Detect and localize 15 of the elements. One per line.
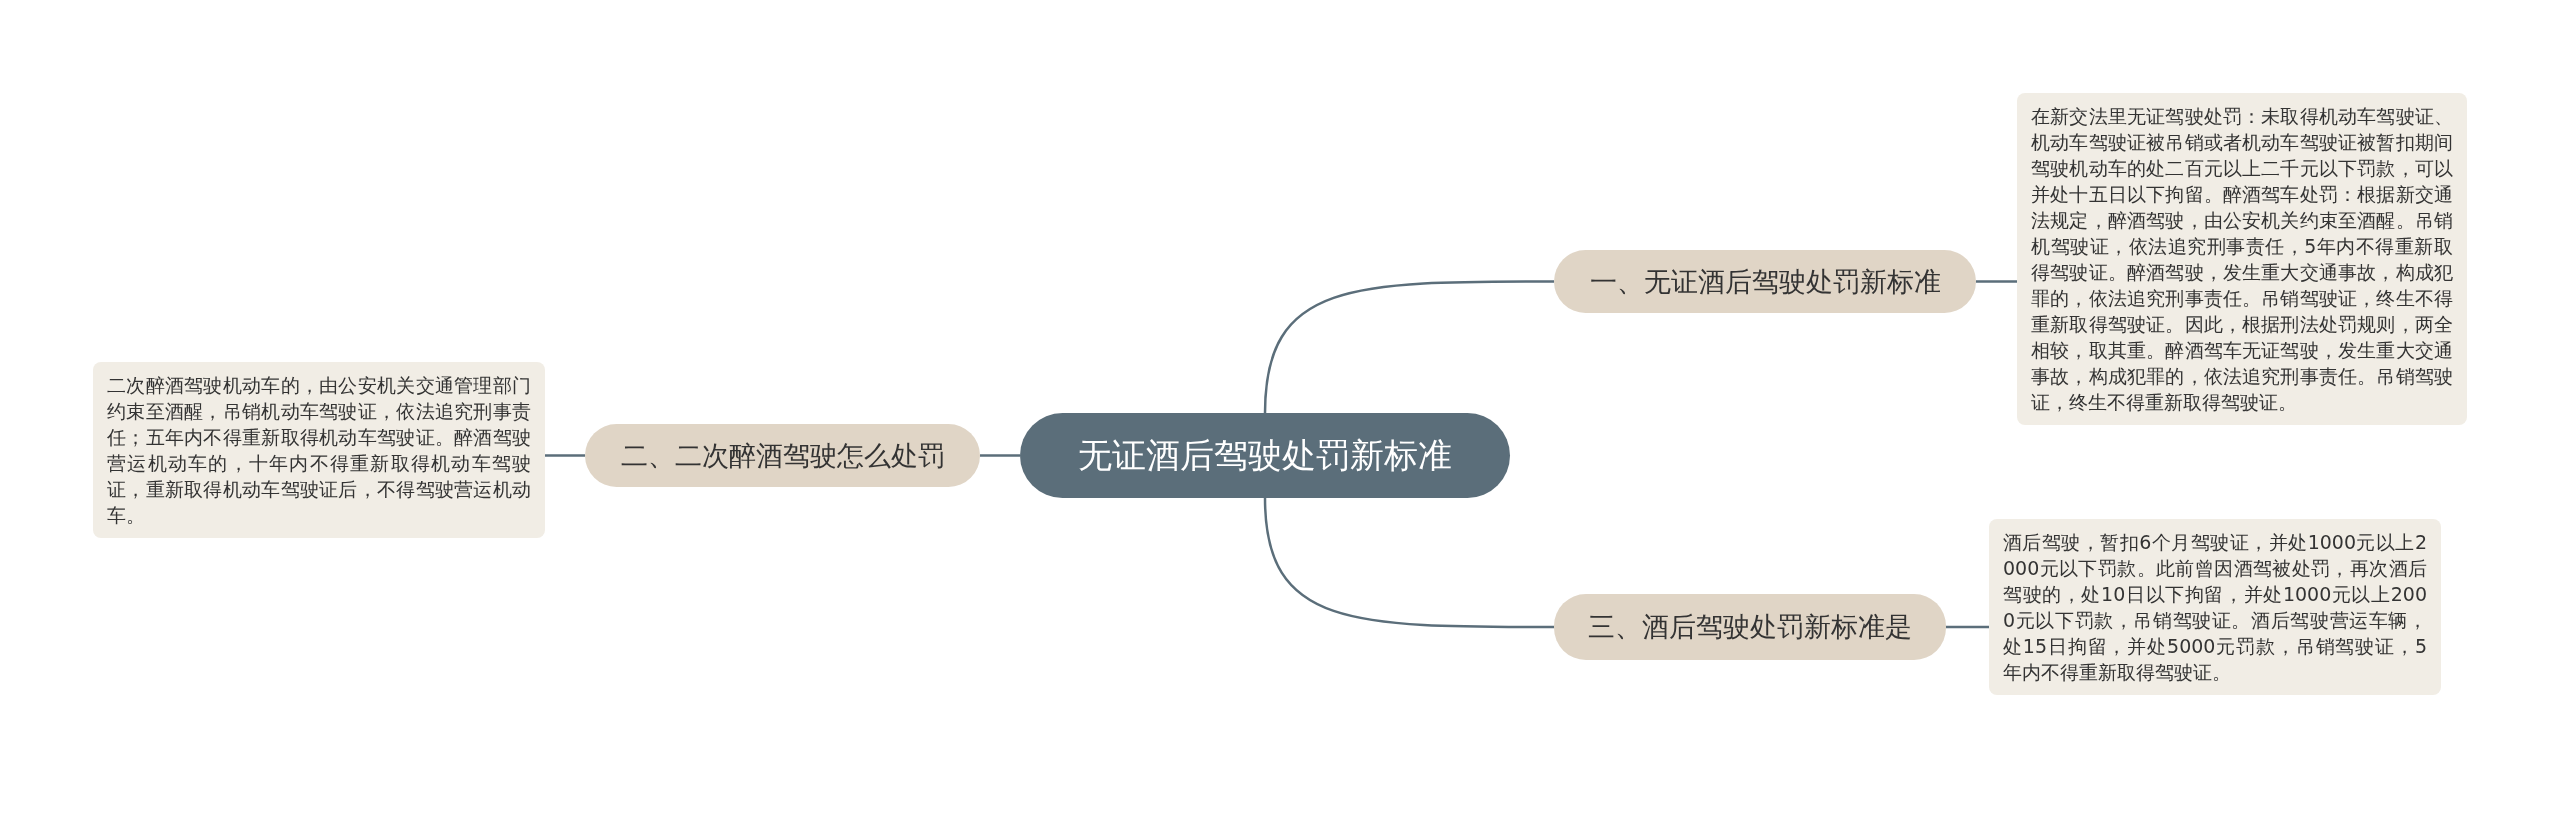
topic-text: 无证酒后驾驶处罚新标准: [1078, 433, 1452, 477]
connector-line: [1946, 625, 1989, 629]
topic-text: 一、无证酒后驾驶处罚新标准: [1589, 264, 1941, 299]
note-card: [1989, 519, 2441, 695]
note-text: 在新交法里无证驾驶处罚：未取得机动车驾驶证、机动车驾驶证被吊销或者机动车驾驶证被暂扣期间驾驶机动车的处二百元以上二千元以下罚款，可以并处十五日以下拘留。醉酒驾车处罚：根据新交通法规定，醉酒驾驶，由公安机关约束至酒醒。吊销机驾驶证，依法追究刑事责任，5年内不得重新取得驾驶证。醉酒驾驶，发生重大交通事故，构成犯罪的，依法追究刑事责任。吊销驾驶证，终生不得重新取得驾驶证。因此，根据刑法处罚规则，两全相较，取其重。醉酒驾车无证驾驶，发生重大交通事故，构成犯罪的，依法追究刑事责任。吊销驾驶证，终生不得重新取得驾驶证。: [2031, 104, 2453, 415]
note-text: 酒后驾驶，暂扣6个月驾驶证，并处1000元以上2000元以下罚款。此前曾因酒驾被处罚，再次酒后驾驶的，处10日以下拘留，并处1000元以上2000元以下罚款，吊销驾驶证。酒后驾驶营运车辆，处15日拘留，并处5000元罚款，吊销驾驶证，5年内不得重新取得驾驶证。: [2003, 530, 2427, 685]
note-text: 二次醉酒驾驶机动车的，由公安机关交通管理部门约束至酒醒，吊销机动车驾驶证，依法追究刑事责任；五年内不得重新取得机动车驾驶证。醉酒驾驶营运机动车的，十年内不得重新取得机动车驾驶证，重新取得机动车驾驶证后，不得驾驶营运机动车。: [107, 373, 531, 528]
note-card: [93, 362, 545, 538]
connector-line: [545, 454, 585, 457]
connector-line: [1263, 280, 1554, 414]
connector-line: [1976, 280, 2017, 283]
connector-line: [980, 454, 1020, 457]
topic-text: 三、酒后驾驶处罚新标准是: [1588, 610, 1912, 644]
topic-text: 二、二次醉酒驾驶怎么处罚: [620, 438, 945, 473]
connector-line: [1263, 497, 1554, 629]
